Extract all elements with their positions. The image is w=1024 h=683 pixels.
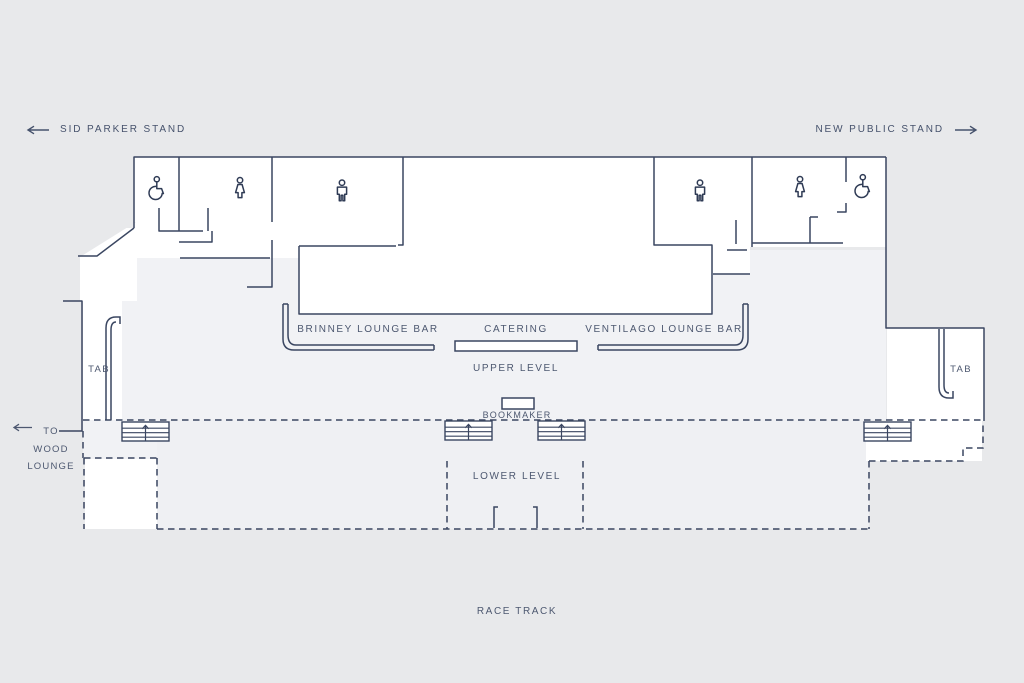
arrow-left-icon (26, 125, 49, 134)
wood-lounge-line3: LOUNGE (27, 461, 75, 472)
ventilago-bar-counter (597, 303, 749, 351)
label-race-track: RACE TRACK (476, 606, 558, 617)
label-ventilago-lounge-bar: VENTILAGO LOUNGE BAR (585, 324, 743, 335)
tab-counter-left (105, 316, 121, 420)
stairs-icon (121, 421, 170, 442)
stand-label-left: SID PARKER STAND (26, 124, 186, 135)
stairs-icon (863, 421, 912, 442)
stairs-icon (444, 420, 493, 441)
brinney-bar-counter (282, 303, 435, 351)
walls (59, 156, 985, 432)
tab-counter-right (938, 329, 954, 399)
room-fills (80, 157, 984, 529)
lower-level-dashed-outline (82, 419, 984, 530)
wood-lounge-exit-row: TO (12, 423, 90, 441)
wood-lounge-line1: TO (43, 426, 59, 437)
label-tab-left: TAB (88, 364, 110, 375)
arrow-right-icon (955, 125, 978, 134)
label-lower-level: LOWER LEVEL (472, 471, 562, 482)
stand-label-left-text: SID PARKER STAND (60, 124, 187, 135)
label-brinney-lounge-bar: BRINNEY LOUNGE BAR (297, 324, 439, 335)
bar-counters (282, 303, 749, 352)
label-tab-right: TAB (950, 364, 972, 375)
stand-label-right: NEW PUBLIC STAND (815, 124, 978, 135)
label-bookmaker: BOOKMAKER (482, 410, 552, 420)
catering-counter (454, 340, 578, 352)
label-catering: CATERING (484, 324, 548, 335)
wood-lounge-line2: WOOD (33, 443, 69, 455)
entrance-posts (493, 506, 538, 528)
label-upper-level: UPPER LEVEL (473, 363, 559, 374)
stand-label-right-text: NEW PUBLIC STAND (815, 124, 944, 135)
bookmaker-stand (501, 397, 535, 410)
arrow-left-icon (12, 423, 32, 432)
label-to-wood-lounge: TO WOOD LOUNGE (12, 423, 90, 476)
stairs-icon (537, 420, 586, 441)
